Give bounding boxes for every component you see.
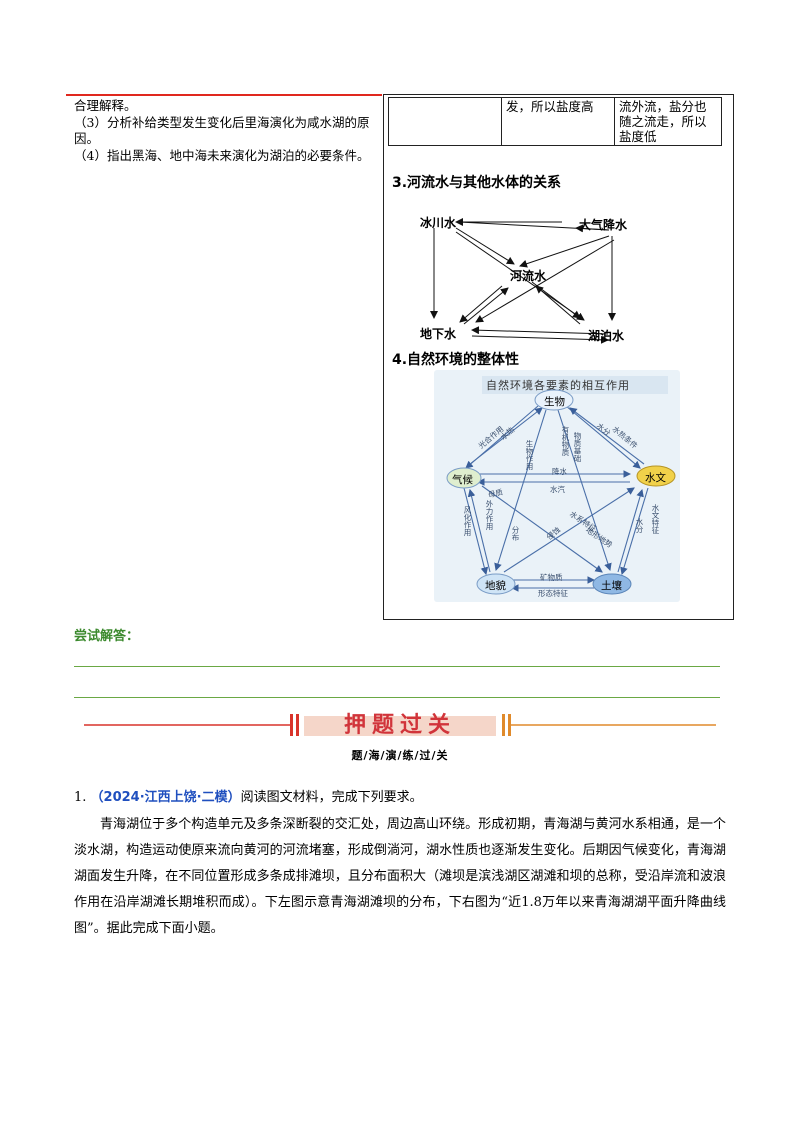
arrow-river-lake [531,281,581,319]
label-a12: 分布 [511,526,520,541]
label-a9: 水汽 [550,485,565,494]
node-glacier: 冰川水 [420,216,457,230]
top-red-rule [66,94,382,96]
edge-climate-landform [463,487,489,576]
node-soil-shape [592,573,632,595]
try-answer-label: 尝试解答： [74,629,140,644]
label-a3: 生物作用 [525,440,534,470]
label-a10: 风化作用 [463,506,472,536]
node-bio-shape [534,389,574,411]
node-river: 河流水 [510,269,547,283]
label-a15: 水分 [635,518,644,533]
label-a11: 外力作用 [485,500,494,530]
question-1-material: 青海湖位于多个构造单元及多条深断裂的交汇处，周边高山环绕。形成初期，青海湖与黄河… [74,812,726,942]
label-a14: 水文特征 [651,504,660,534]
node-landform-shape [476,573,516,595]
edge-climate-soil [481,485,603,573]
edge-bio-landform [494,409,547,572]
question-1-paragraph: 青海湖位于多个构造单元及多条深断裂的交汇处，周边高山环绕。形成初期，青海湖与黄河… [74,817,726,936]
node-lake: 湖泊水 [588,329,625,343]
edge-climate-bio [469,407,543,465]
node-soil: 土壤 [601,580,622,592]
node-ground: 地下水 [420,327,457,341]
question-4: （4）指出黑海、地中海未来演化为湖泊的必要条件。 [74,147,370,163]
section-4-title: 4.自然环境的整体性 [392,352,520,368]
environment-diagram-title: 自然环境各要素的相互作用 [486,379,630,392]
question-3: （3）分析补给类型发生变化后里海演化为咸水湖的原因。 [74,114,370,147]
arrow-ground-lake [471,335,609,344]
arrow-lake-ground [471,326,609,335]
node-climate-shape [446,467,482,489]
node-bio: 生物 [544,396,565,408]
node-hydro: 水文 [645,472,666,484]
arrow-glacier-river [455,227,515,265]
arrow-ground-river [463,287,509,325]
environment-nodes [446,389,676,595]
arrow-river-ground [459,285,503,323]
node-hydro-shape [636,465,676,487]
edge-soil-hydro [617,488,644,573]
table-cell-3: 流外流，盐分也随之流走，所以盐度低 [614,97,722,146]
question-1-source: （2024·江西上饶·二模） [90,790,241,805]
label-a5: 物质基础 [573,432,582,462]
label-a4: 有机物质 [561,426,570,456]
label-a16: 矿物质 [540,573,563,582]
water-arrows [430,218,616,344]
left-line-1: 合理解释。 [74,98,137,113]
section-3-title: 3.河流水与其他水体的关系 [392,175,562,191]
answer-line-1 [74,666,720,667]
edge-hydro-soil [620,487,649,576]
node-climate: 气候 [452,474,473,486]
salinity-table: 发，所以盐度高 流外流，盐分也随之流走，所以盐度低 [388,97,722,146]
label-a17: 形态特征 [538,589,568,598]
environment-panel-title-bg [482,376,668,394]
edge-bio-soil [557,409,612,572]
answer-line-2 [74,697,720,698]
banner-title: 押题过关 [343,713,456,738]
table-cell-2: 发，所以盐度高 [501,97,615,146]
edge-bio-hydro [565,405,641,469]
arrow-rain-ground [475,239,615,323]
environment-diagram [446,389,676,595]
node-landform: 地貌 [485,580,506,592]
left-column: 合理解释。 （3）分析补给类型发生变化后里海演化为咸水湖的原因。 （4）指出黑海… [74,98,380,164]
water-relation-diagram [430,218,616,344]
question-1-header: 1. （2024·江西上饶·二模）阅读图文材料，完成下列要求。 [74,786,423,805]
arrow-rain-river [519,235,610,268]
table-row: 发，所以盐度高 流外流，盐分也随之流走，所以盐度低 [388,97,722,146]
banner-subtitle: 题/海/演/练/过/关 [351,749,449,762]
table-cell-empty [388,97,502,146]
question-1-number: 1. [74,790,87,805]
knowledge-box [383,94,734,620]
node-rain: 大气降水 [579,218,628,232]
edge-landform-hydro [503,487,635,573]
label-a8: 降水 [552,467,567,476]
arrow-rain-line [458,221,610,231]
question-1-instruction: 阅读图文材料，完成下列要求。 [240,790,423,805]
environment-arrows [463,405,649,592]
banner-decoration [84,714,716,736]
edge-hydro-bio [569,407,645,465]
arrow-lake-river [535,285,581,325]
edge-landform-climate [467,488,491,573]
